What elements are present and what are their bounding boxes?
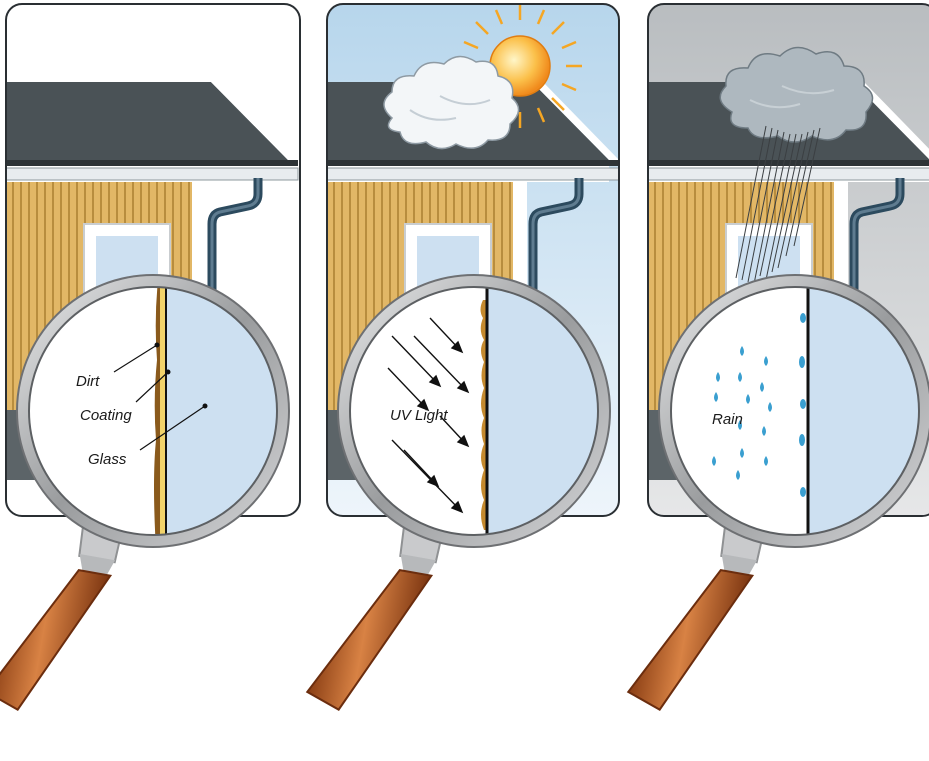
label-dirt: Dirt: [76, 373, 100, 390]
cloud-icon: [383, 55, 520, 150]
coating-layer: [160, 287, 166, 535]
magnifier-1: Dirt Coating Glass: [0, 274, 290, 724]
dirt-spots: [480, 300, 487, 530]
magnifier-3: Rain: [625, 274, 929, 724]
water-droplets-on-glass: [799, 313, 806, 497]
rain-cloud-icon: [719, 46, 874, 143]
label-rain: Rain: [712, 411, 743, 428]
dirt-layer: [154, 287, 160, 535]
uv-arrows: [387, 317, 470, 514]
label-coating: Coating: [80, 407, 132, 424]
label-uv-light: UV Light: [390, 407, 448, 424]
rain-streaks: [735, 125, 821, 285]
magnifier-2: UV Light: [304, 274, 611, 724]
label-glass: Glass: [88, 451, 127, 468]
rain-drops: [712, 346, 772, 480]
